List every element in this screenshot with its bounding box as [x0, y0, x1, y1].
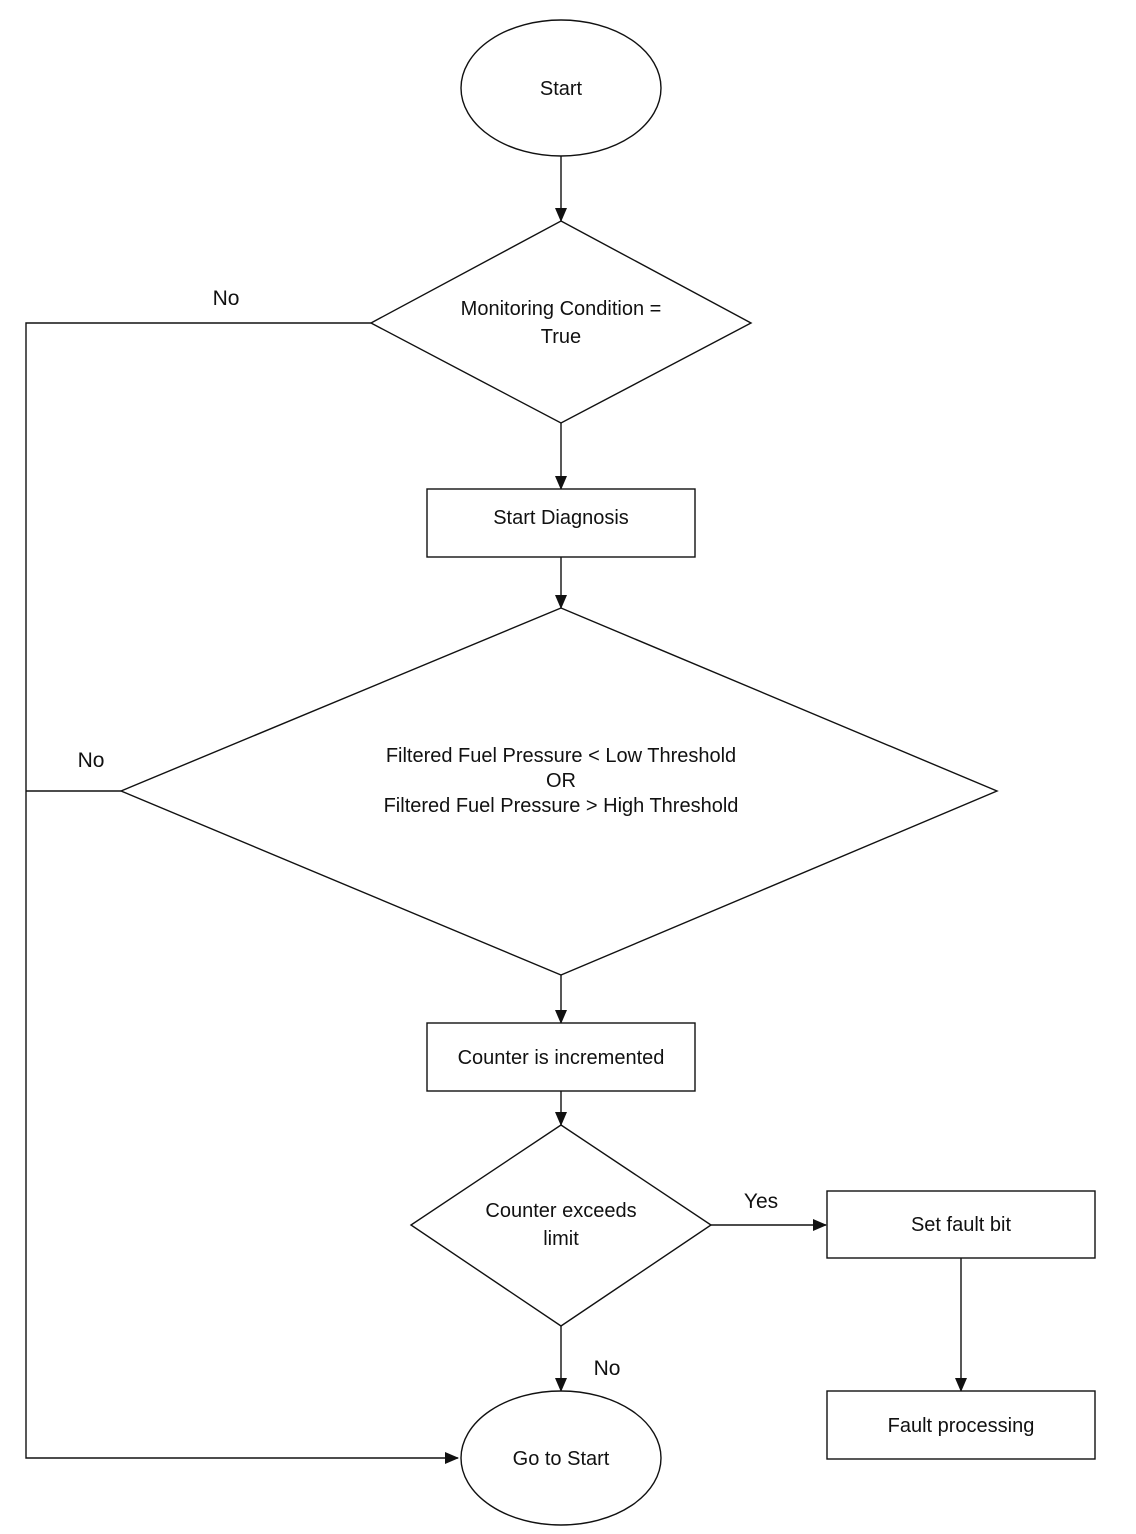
counter-incremented-label: Counter is incremented: [458, 1047, 665, 1069]
fault-processing-process: [826, 1390, 1096, 1460]
pressure-check-label-line3: Filtered Fuel Pressure > High Threshold: [384, 795, 739, 817]
start-terminal: [460, 19, 662, 157]
start-label: Start: [540, 78, 583, 100]
set-fault-bit-label: Set fault bit: [911, 1214, 1012, 1236]
monitoring-condition-label-line1: Monitoring Condition =: [461, 298, 662, 320]
go-to-start-label: Go to Start: [513, 1448, 610, 1470]
monitoring-condition-label-line2: True: [541, 326, 581, 348]
pressure-check-label-line2: OR: [546, 770, 576, 792]
counter-incremented-process: [426, 1022, 696, 1092]
no-loop-path: [25, 322, 459, 1464]
set-fault-bit-process: [826, 1190, 1096, 1259]
start-diagnosis-label: Start Diagnosis: [493, 507, 629, 529]
pressure-check-decision: [119, 607, 999, 976]
go-to-start-terminal: [460, 1390, 662, 1526]
pressure-check-label-line1: Filtered Fuel Pressure < Low Threshold: [386, 745, 736, 767]
monitoring-condition-decision: [369, 220, 753, 424]
counter-yes-label: Yes: [744, 1190, 778, 1213]
monitoring-no-label: No: [213, 287, 240, 310]
counter-exceeds-decision: [409, 1124, 713, 1327]
fault-processing-label: Fault processing: [888, 1415, 1035, 1437]
start-diagnosis-process: [426, 488, 696, 558]
counter-exceeds-label-line2: limit: [543, 1228, 579, 1250]
counter-exceeds-label-line1: Counter exceeds: [485, 1200, 636, 1222]
counter-no-label: No: [594, 1357, 621, 1380]
pressure-no-label: No: [78, 749, 105, 772]
